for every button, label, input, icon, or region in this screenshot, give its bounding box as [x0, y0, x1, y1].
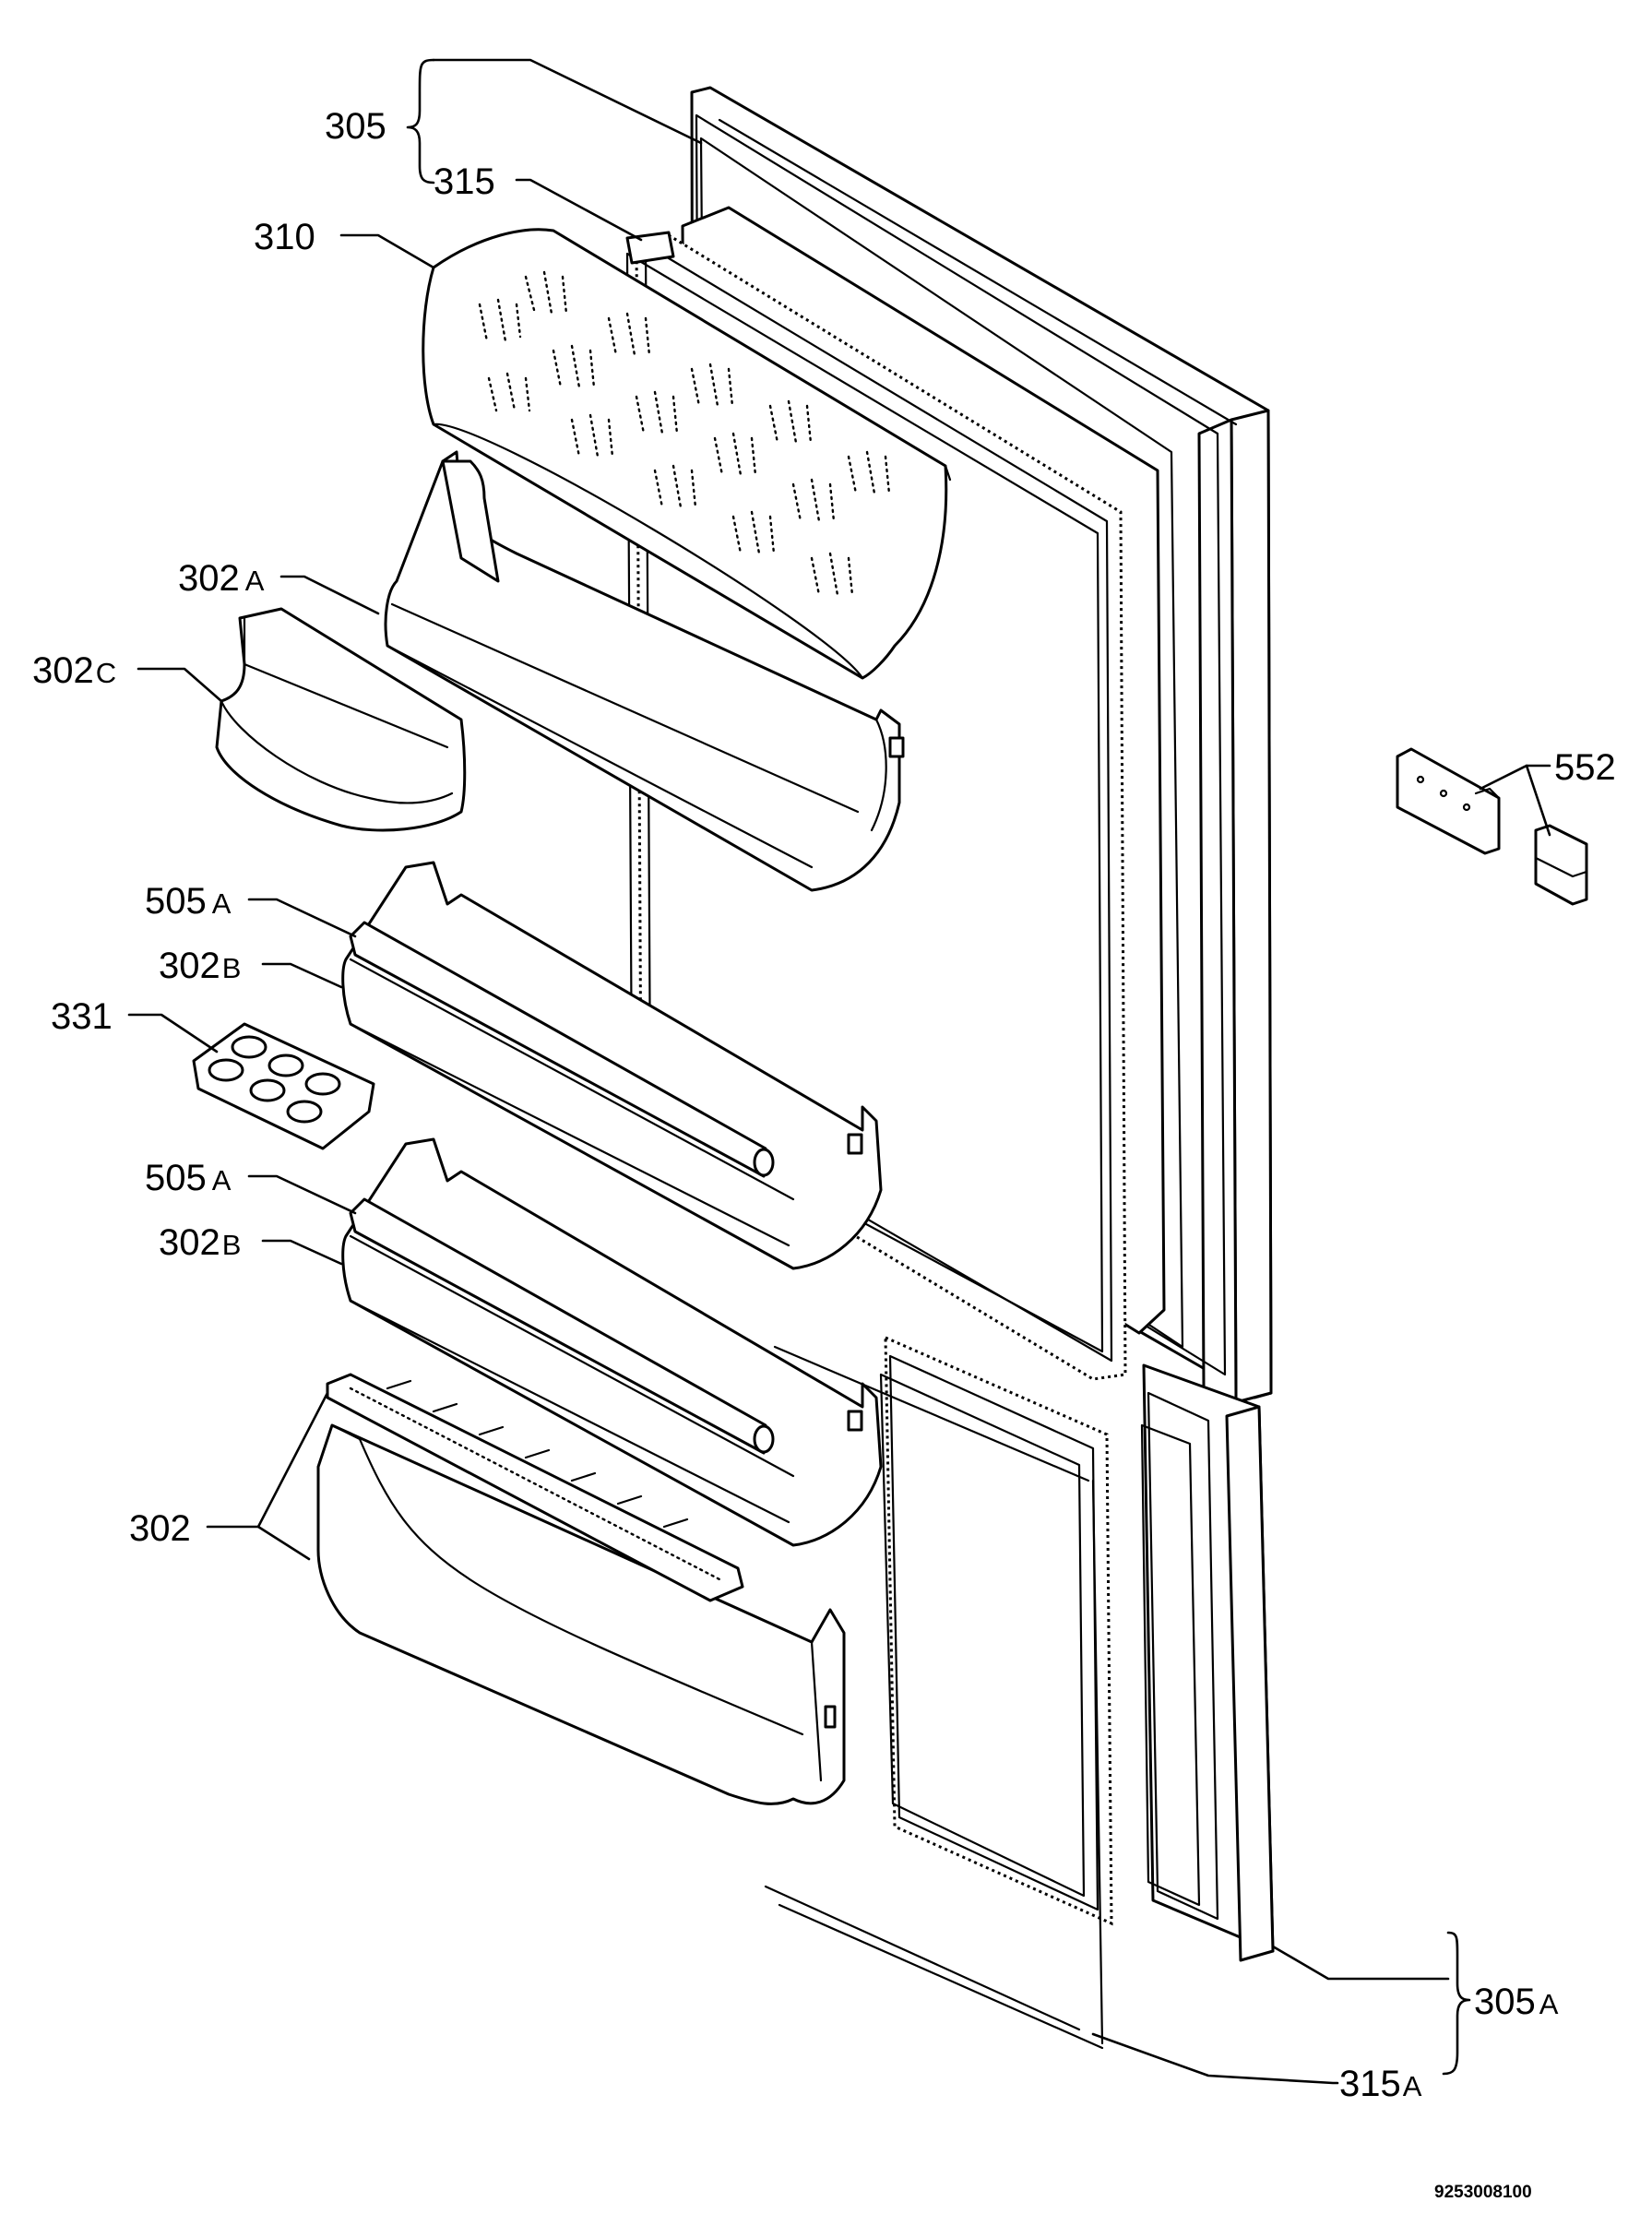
part-310-perforated-cover [422, 228, 952, 680]
lower-door-panel [1140, 1363, 1275, 1962]
part-505A-retaining-bar-upper [349, 921, 775, 1178]
part-302C-small-box [215, 607, 467, 832]
callout-315A: 315A [1339, 2064, 1422, 2104]
callout-315: 315 [434, 161, 495, 202]
part-505A-retaining-bar-lower [349, 1197, 775, 1455]
part-331-egg-tray [192, 1022, 375, 1150]
callout-302C: 302C [32, 650, 116, 691]
perforation-pattern [478, 270, 891, 597]
callout-302B-lower: 302B [159, 1222, 241, 1263]
part-302-bottle-rack [326, 1373, 744, 1602]
lower-door-gasket [764, 1335, 1113, 2050]
callout-302B-upper: 302B [159, 946, 241, 986]
callout-305: 305 [325, 106, 386, 147]
part-302-bottle-bin [316, 1423, 846, 1805]
part-552-hinge-brackets [1396, 747, 1588, 906]
part-302A-door-shelf [384, 450, 905, 892]
callout-331: 331 [51, 996, 113, 1037]
callout-310: 310 [254, 217, 315, 257]
callout-302: 302 [129, 1508, 191, 1549]
callout-552: 552 [1554, 747, 1616, 788]
document-number: 9253008100 [1434, 2183, 1532, 2202]
leader-lines [127, 58, 1551, 2085]
